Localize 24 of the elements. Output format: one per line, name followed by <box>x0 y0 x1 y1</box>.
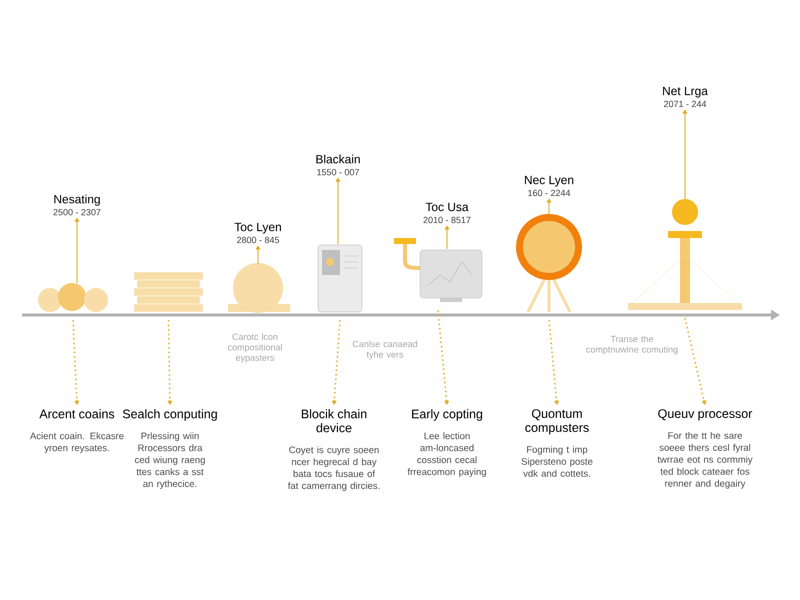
coin-stack-drawing <box>134 272 204 312</box>
milestone-text: Queuv processor For the tt he sare soeee thers cesl fyral twrrae eot ns cormmiy ted block cateaer fos renner and degairy <box>658 409 753 489</box>
timeline-label: Net Lrga 2071 - 244 <box>663 86 708 108</box>
leader-line <box>74 218 80 284</box>
leader-line <box>336 178 340 244</box>
faded-note: Canlse canaead tyhe vers <box>352 340 418 360</box>
coin-stand-drawing <box>516 214 582 314</box>
milestone-text: Early copting Lee lection am-loncased cosstion cecal frreacomon paying <box>408 409 486 477</box>
timeline-label: Toc Lyen 2800 - 845 <box>234 222 281 244</box>
monitor-drawing <box>394 238 482 302</box>
tower-drawing <box>628 199 742 310</box>
milestone-text: Blocik chain device Coyet is cuyre soeen ncer hegrecal d bay bata tocs fusaue of fat camerrang dircies. <box>288 409 380 491</box>
device-drawing <box>318 244 362 312</box>
faded-note: Transe the comptnuwine comuting <box>586 336 678 354</box>
coin-drawing <box>228 263 290 313</box>
faded-note: Carotc lcon compositional eypasters <box>228 333 282 363</box>
timeline-label: Nesating 2500 - 2307 <box>54 194 100 216</box>
timeline-label: Nec Lyen 160 - 2244 <box>524 176 574 196</box>
timeline-label: Toc Usa 2010 - 8517 <box>424 202 470 224</box>
milestone-text: Sealch conputing Prlessing wiin Rrocessors dra ced wiung raeng ttes canks a sst an rythecice. <box>122 409 217 489</box>
milestone-text: Quontum compusters Fogming t imp Sipersteno poste vdk and cottets. <box>522 409 592 477</box>
milestone-text: Arcent coains Acient coain. Ekcasre yroen reysates. <box>30 409 124 454</box>
coins-drawing <box>38 283 108 312</box>
timeline-label: Blackain 1550 - 007 <box>316 154 360 176</box>
